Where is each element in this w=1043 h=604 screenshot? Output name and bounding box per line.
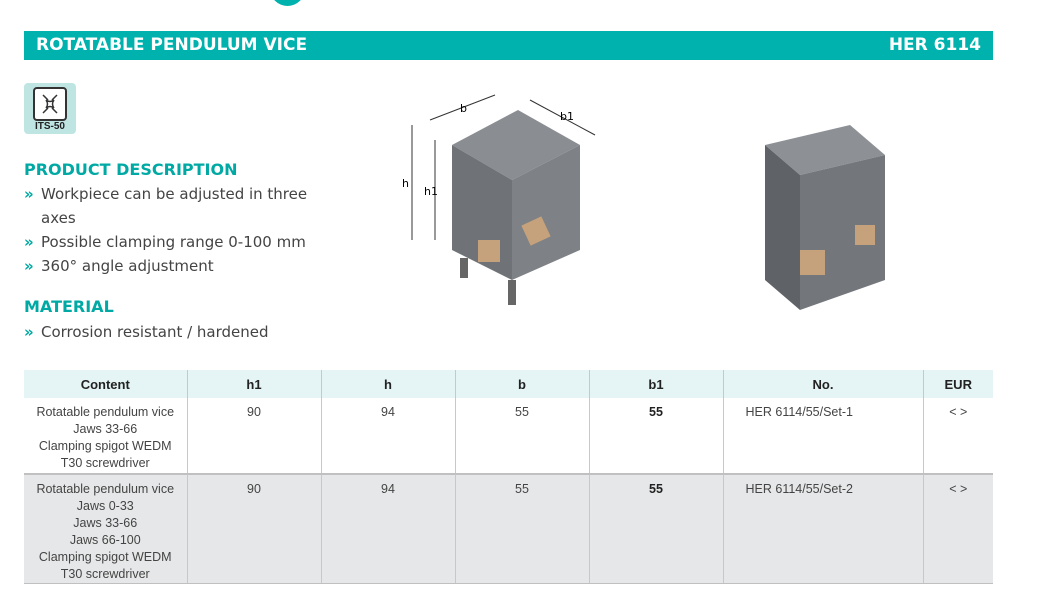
content-line: T30 screwdriver xyxy=(60,456,150,470)
col-content: Content xyxy=(24,370,187,398)
col-h: h xyxy=(320,370,455,398)
content-line: Jaws 33-66 xyxy=(73,422,138,436)
b-cell: 55 xyxy=(454,398,589,475)
b1-cell: 55 xyxy=(588,398,723,475)
h-cell: 94 xyxy=(320,398,455,475)
product-code: HER 6114 xyxy=(888,35,981,55)
dim-b1: b1 xyxy=(560,110,574,123)
col-no: No. xyxy=(722,370,923,398)
content-line: Rotatable pendulum vice xyxy=(36,482,175,496)
col-h1: h1 xyxy=(186,370,321,398)
description-heading: PRODUCT DESCRIPTION xyxy=(24,160,238,179)
description-item: 360° angle adjustment xyxy=(24,254,334,278)
description-item: Workpiece can be adjusted in three axes xyxy=(24,182,334,230)
product-table: Content h1 h b b1 No. EUR Rotatable pend… xyxy=(24,370,993,584)
content-line: T30 screwdriver xyxy=(60,567,150,581)
no-cell: HER 6114/55/Set-2 xyxy=(722,474,923,584)
table-row: Rotatable pendulum vice Jaws 33-66 Clamp… xyxy=(24,398,993,475)
material-heading: MATERIAL xyxy=(24,297,114,316)
b-cell: 55 xyxy=(454,474,589,584)
content-line: Jaws 0-33 xyxy=(76,499,134,513)
eur-cell: < > xyxy=(922,474,993,584)
content-line: Jaws 66-100 xyxy=(69,533,141,547)
dim-b: b xyxy=(460,102,467,115)
content-cell: Rotatable pendulum vice Jaws 33-66 Clamp… xyxy=(24,398,187,475)
content-line: Rotatable pendulum vice xyxy=(36,405,175,419)
content-line: Clamping spigot WEDM xyxy=(38,550,172,564)
material-item: Corrosion resistant / hardened xyxy=(24,320,334,344)
its-badge: ITS-50 xyxy=(24,83,76,134)
material-list: Corrosion resistant / hardened xyxy=(24,320,334,344)
dim-h: h xyxy=(402,177,409,190)
col-b: b xyxy=(454,370,589,398)
table-header-row: Content h1 h b b1 No. EUR xyxy=(24,370,993,398)
content-line: Jaws 33-66 xyxy=(73,516,138,530)
b1-cell: 55 xyxy=(588,474,723,584)
table-row: Rotatable pendulum vice Jaws 0-33 Jaws 3… xyxy=(24,474,993,584)
title-banner: ROTATABLE PENDULUM VICE HER 6114 xyxy=(24,31,993,60)
dim-h1: h1 xyxy=(424,185,438,198)
decorative-shape xyxy=(270,0,305,6)
col-b1: b1 xyxy=(588,370,723,398)
technical-drawing: b b1 h h1 xyxy=(402,94,596,305)
h-cell: 94 xyxy=(320,474,455,584)
content-line: Clamping spigot WEDM xyxy=(38,439,172,453)
page-title: ROTATABLE PENDULUM VICE xyxy=(36,35,308,55)
eur-cell: < > xyxy=(922,398,993,475)
col-eur: EUR xyxy=(922,370,993,398)
description-list: Workpiece can be adjusted in three axes … xyxy=(24,182,334,278)
description-item: Possible clamping range 0-100 mm xyxy=(24,230,334,254)
h1-cell: 90 xyxy=(186,474,321,584)
its-chuck-icon xyxy=(33,87,67,121)
its-label: ITS-50 xyxy=(34,121,65,132)
h1-cell: 90 xyxy=(186,398,321,475)
product-photo xyxy=(765,125,885,310)
no-cell: HER 6114/55/Set-1 xyxy=(722,398,923,475)
content-cell: Rotatable pendulum vice Jaws 0-33 Jaws 3… xyxy=(24,474,187,584)
